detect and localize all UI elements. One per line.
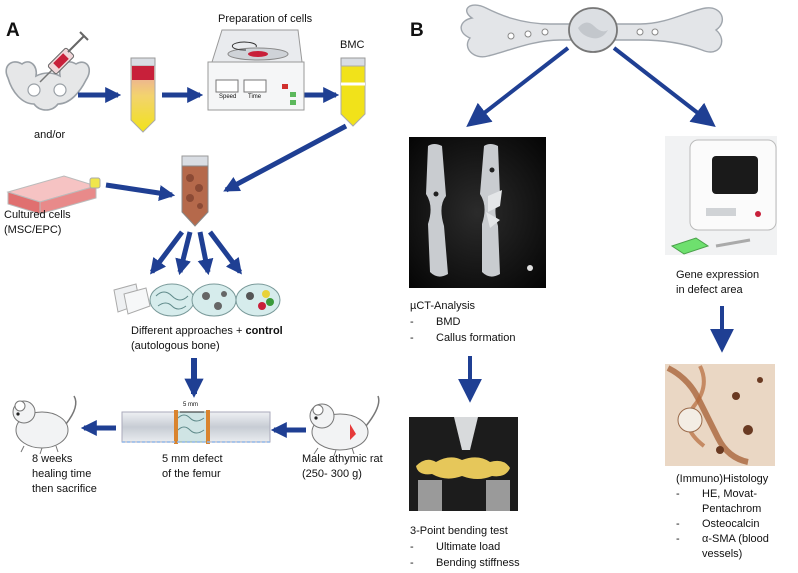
approaches-label: Different approaches + control (autologo…	[131, 325, 283, 352]
fan-arrows	[150, 230, 242, 276]
arrow-femur-to-uct	[466, 46, 570, 127]
arrow-cultured-to-tube	[105, 182, 176, 201]
cell-mix-tube-icon	[181, 155, 209, 227]
femur-bone-icon	[460, 4, 724, 58]
sacrificed-rat-icon	[12, 395, 77, 455]
arrow-femur-to-gene	[612, 46, 716, 127]
culture-flask-icon	[6, 175, 101, 215]
histology-image	[665, 364, 775, 466]
bending-block: 3-Point bending test -Ultimate load -Ben…	[410, 525, 520, 569]
cultured-cells-label: Cultured cells(MSC/EPC)	[4, 209, 71, 236]
uct-scan-image	[409, 137, 546, 288]
scaffold-approaches	[113, 283, 281, 317]
and-or-label: and/or	[34, 129, 66, 141]
blood-tube-icon	[130, 57, 156, 133]
histology-block: (Immuno)Histology -HE, Movat- Pentachrom…	[676, 473, 769, 560]
bmc-label: BMC	[340, 39, 365, 51]
uct-block: µCT-Analysis -BMD -Callus formation	[410, 300, 516, 344]
defect-scale-label: 5 mm	[183, 402, 198, 408]
centrifuge-icon	[207, 29, 305, 111]
bending-test-image	[409, 417, 518, 511]
syringe-icon	[39, 31, 89, 83]
bmc-tube-icon	[340, 57, 366, 127]
prep-title: Preparation of cells	[218, 13, 313, 25]
arrow-bmc-to-tube	[223, 123, 348, 193]
centrifuge-time-label: Time	[248, 94, 262, 100]
panel-a-letter: A	[6, 20, 20, 41]
centrifuge-speed-label: Speed	[219, 94, 237, 100]
rat-label: Male athymic rat(250- 300 g)	[302, 453, 383, 480]
panel-b-letter: B	[410, 20, 424, 41]
pcr-machine-image	[665, 136, 777, 255]
pelvis-bone-icon	[5, 61, 91, 111]
athymic-rat-icon	[309, 395, 380, 457]
femur-defect-icon	[121, 410, 271, 444]
